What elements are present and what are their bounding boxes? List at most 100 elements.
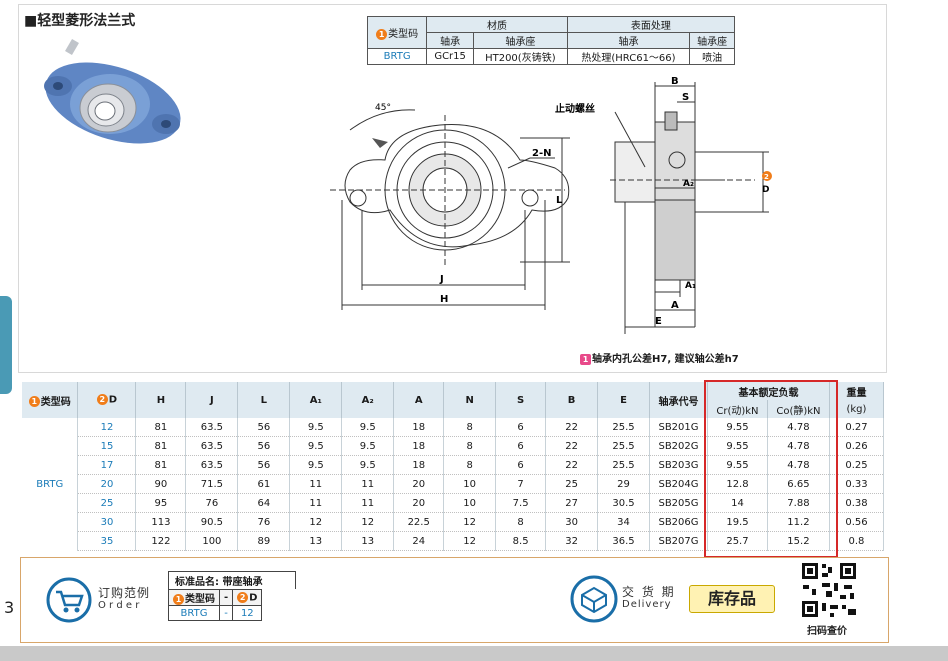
cell-N: 10 (443, 493, 497, 513)
mat-bearing-surface: 热处理(HRC61～66) (566, 48, 691, 65)
col-bearing-code: 轴承代号 (649, 382, 708, 418)
col-N: N (443, 382, 497, 418)
col-weight: 重量 (829, 382, 885, 400)
cell-A2: 12 (341, 512, 395, 532)
cell-H: 81 (135, 455, 187, 475)
badge-2-icon: 2 (96, 394, 108, 406)
table-row: 17 81 63.5 56 9.5 9.5 18 8 6 22 25.5 SB2… (22, 455, 885, 475)
cell-A: 22.5 (393, 512, 445, 532)
ord-code-value: BRTG (168, 605, 220, 621)
mat-surface-header: 表面处理 (566, 16, 736, 33)
cell-J: 63.5 (185, 418, 239, 437)
cell-A1: 9.5 (289, 418, 343, 437)
cell-A1: 11 (289, 493, 343, 513)
cell-J: 90.5 (185, 512, 239, 532)
cell-cr: 12.8 (707, 474, 768, 494)
table-row: 35 122 100 89 13 13 24 12 8.5 32 36.5 SB… (22, 531, 885, 551)
table-row: 30 113 90.5 76 12 12 22.5 12 8 30 34 SB2… (22, 512, 885, 532)
cell-S: 7 (495, 474, 547, 494)
A-label: A (671, 300, 679, 311)
cell-cr: 14 (707, 493, 768, 513)
delivery-subtitle: Delivery (622, 599, 672, 610)
side-tab (0, 296, 12, 394)
cell-co: 6.65 (767, 474, 830, 494)
mat-seat-surface: 喷油 (689, 48, 735, 65)
cell-H: 95 (135, 493, 187, 513)
badge-1-icon: 1 (173, 593, 184, 605)
cell-A: 18 (393, 455, 445, 475)
cell-co: 7.88 (767, 493, 830, 513)
cell-B: 32 (545, 531, 599, 551)
cell-B: 22 (545, 455, 599, 475)
col-A: A (393, 382, 445, 418)
H-label: H (440, 294, 448, 305)
cell-weight: 0.56 (829, 512, 885, 532)
cell-L: 64 (237, 493, 291, 513)
cell-co: 15.2 (767, 531, 830, 551)
mat-sub-bearing-2: 轴承 (566, 32, 691, 49)
angle-label: 45° (375, 103, 391, 113)
cell-B: 27 (545, 493, 599, 513)
cell-A: 24 (393, 531, 445, 551)
D-label: D (762, 185, 769, 195)
cell-B: 22 (545, 436, 599, 456)
delivery-icon (570, 575, 618, 623)
mat-code: BRTG (366, 48, 428, 65)
cell-N: 8 (443, 455, 497, 475)
mat-material-header: 材质 (426, 16, 568, 33)
side-view-drawing: 止动螺丝 B S A₂ A₁ A E 2 D (555, 76, 772, 334)
cell-S: 6 (495, 436, 547, 456)
col-A1: A₁ (289, 382, 343, 418)
cell-E: 30.5 (597, 493, 651, 513)
section-title: ■轻型菱形法兰式 (24, 13, 136, 29)
cell-d: 20 (77, 474, 137, 494)
cell-E: 34 (597, 512, 651, 532)
cell-A2: 9.5 (341, 455, 395, 475)
qr-caption: 扫码查价 (807, 626, 847, 637)
cell-bearing-code: SB203G (649, 455, 708, 475)
cell-L: 56 (237, 418, 291, 437)
cell-B: 22 (545, 418, 599, 437)
col-cr: Cr(动)kN (707, 400, 768, 418)
cell-J: 71.5 (185, 474, 239, 494)
col-co: Co(静)kN (767, 400, 830, 418)
B-label: B (671, 76, 679, 87)
E-label: E (655, 316, 662, 327)
cell-J: 76 (185, 493, 239, 513)
cell-co: 4.78 (767, 418, 830, 437)
badge-1-icon: 1 (376, 28, 388, 40)
badge-1-icon: 1 (28, 396, 40, 407)
cell-L: 89 (237, 531, 291, 551)
cell-N: 12 (443, 512, 497, 532)
cell-N: 10 (443, 474, 497, 494)
row-code: BRTG (22, 418, 79, 551)
cell-bearing-code: SB206G (649, 512, 708, 532)
cell-A2: 11 (341, 474, 395, 494)
cell-L: 56 (237, 436, 291, 456)
cell-A2: 11 (341, 493, 395, 513)
J-label: J (439, 274, 444, 285)
badge-2-icon: 2 (237, 591, 249, 603)
ord-d-value: 12 (232, 605, 263, 621)
cell-E: 29 (597, 474, 651, 494)
cell-S: 7.5 (495, 493, 547, 513)
cell-A1: 11 (289, 474, 343, 494)
qr-code-icon (800, 561, 858, 619)
col-load: 基本额定负载 (707, 382, 830, 400)
cell-cr: 9.55 (707, 418, 768, 437)
cell-L: 56 (237, 455, 291, 475)
cell-A2: 13 (341, 531, 395, 551)
cell-S: 8 (495, 512, 547, 532)
cell-bearing-code: SB207G (649, 531, 708, 551)
cell-J: 63.5 (185, 455, 239, 475)
cell-H: 81 (135, 418, 187, 437)
cell-bearing-code: SB202G (649, 436, 708, 456)
cell-E: 25.5 (597, 418, 651, 437)
cell-cr: 19.5 (707, 512, 768, 532)
screw-label: 止动螺丝 (555, 102, 595, 115)
